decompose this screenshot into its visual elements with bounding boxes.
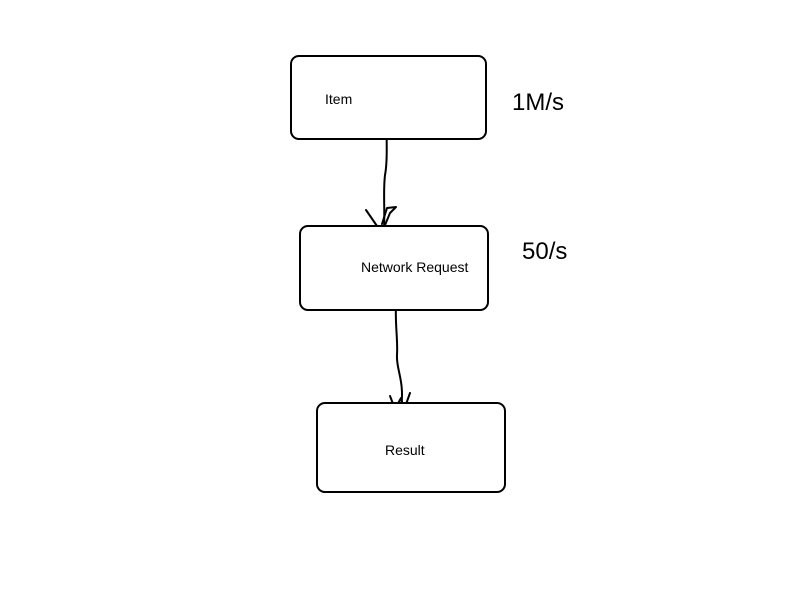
rate-label-network-request: 50/s (522, 238, 568, 265)
edge-network-to-result (389, 304, 411, 411)
node-item: Item (290, 55, 487, 140)
node-label-item: Item (325, 91, 353, 107)
edge-item-to-network (365, 127, 397, 231)
edge-line (394, 304, 403, 411)
node-network-request: Network Request (299, 225, 489, 311)
node-result: Result (316, 402, 506, 493)
edge-line (383, 127, 388, 231)
node-label-network-request: Network Request (361, 259, 469, 275)
node-label-result: Result (385, 442, 425, 458)
rate-label-item: 1M/s (512, 89, 565, 116)
